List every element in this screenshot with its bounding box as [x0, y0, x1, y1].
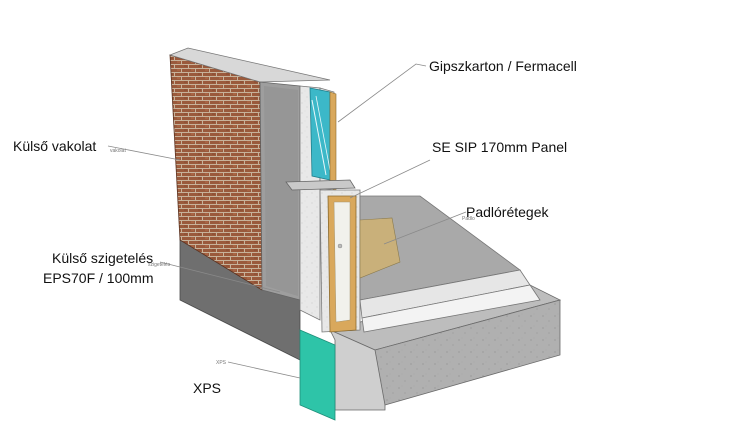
- leader-kulso-vakolat: [107, 145, 181, 161]
- floor-osb: [359, 217, 401, 279]
- leader-kulso-szigeteles: [159, 261, 281, 293]
- label-padloretegek: Padlórétegek: [466, 204, 549, 220]
- label-kulso-szigeteles-line1: Külső szigetelés: [52, 250, 154, 266]
- leader-padloretegek: [383, 211, 467, 245]
- timber-stud-top: [329, 91, 337, 191]
- label-kulso-szigeteles-line2: EPS70F / 100mm: [43, 270, 154, 286]
- tag-padlo: Padlo: [462, 216, 475, 222]
- tag-szigeteles: szigetelés: [148, 262, 171, 268]
- xps-insulation: [299, 329, 336, 421]
- label-xps: XPS: [193, 380, 222, 396]
- panel-fixing: [337, 243, 343, 249]
- leader-xps: [227, 361, 301, 379]
- brick-wall-top: [168, 47, 331, 83]
- tag-xps: XPS: [216, 360, 227, 366]
- window-sill: [285, 179, 356, 191]
- foundation-front-face: [374, 299, 561, 406]
- floor-bottom-band: [361, 284, 541, 333]
- eps-insulation-inner: [264, 86, 298, 296]
- glass-layer: [309, 87, 331, 181]
- leader-sip-panel: [349, 159, 431, 199]
- label-sip-panel: SE SIP 170mm Panel: [432, 139, 568, 155]
- label-kulso-vakolat: Külső vakolat: [13, 138, 97, 154]
- label-gipszkarton: Gipszkarton / Fermacell: [429, 58, 577, 74]
- osb-core: [333, 201, 351, 323]
- tag-vakolat: vakolat: [110, 148, 126, 154]
- leader-gipszkarton: [337, 63, 427, 123]
